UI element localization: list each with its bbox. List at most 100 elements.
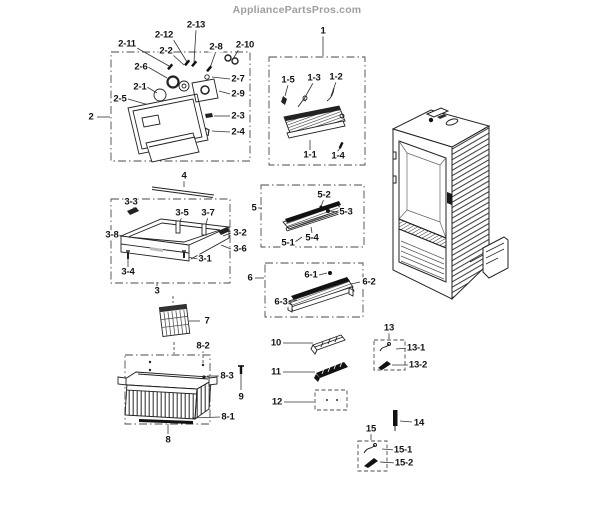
part-label-1: 1 (319, 25, 327, 37)
screw-9-drawing (238, 365, 244, 374)
part-label-1-2: 1-2 (328, 71, 344, 83)
group-box-5 (260, 184, 365, 248)
part-label-6: 6 (246, 272, 254, 284)
part-label-7: 7 (203, 315, 211, 327)
part-label-2-11: 2-11 (117, 38, 137, 50)
rail-11-drawing (314, 361, 348, 382)
part-3-7-post (201, 223, 207, 236)
part-label-2-2: 2-2 (158, 45, 174, 57)
part-2-6-grommet (166, 75, 180, 89)
part-3-3 (127, 207, 139, 215)
group-box-1 (268, 56, 366, 166)
part-label-3-7: 3-7 (200, 207, 216, 219)
part-3-2 (218, 227, 230, 235)
watermark-text: AppliancePartsPros.com (232, 4, 362, 16)
part-2-10-ring-a (224, 54, 232, 62)
part-label-2-6: 2-6 (133, 61, 149, 73)
part-label-2-4: 2-4 (230, 126, 246, 138)
rail-assembly-5-drawing (282, 201, 344, 232)
part-label-3-8: 3-8 (104, 229, 120, 241)
part-1-3-cap (302, 95, 308, 101)
part-label-5-2: 5-2 (316, 189, 332, 201)
part-1-3 (297, 99, 307, 108)
part-2-3 (205, 113, 213, 118)
part-5-2-screw (319, 205, 323, 209)
part-3-5-post (175, 220, 181, 234)
group-box-15 (357, 440, 388, 472)
panel-12-drawing (326, 399, 338, 401)
part-label-13: 13 (382, 322, 396, 334)
part-label-3-1: 3-1 (197, 253, 213, 265)
part-label-2-10: 2-10 (234, 39, 256, 51)
part-label-3-2: 3-2 (232, 227, 248, 239)
part-1-4-screw (338, 141, 344, 149)
part-label-3-3: 3-3 (123, 196, 139, 208)
part-15-2 (364, 458, 378, 468)
dispenser-assembly-drawing (127, 54, 239, 163)
part-label-2: 2 (87, 111, 95, 123)
part-label-13-1: 13-1 (405, 342, 427, 354)
divider-drawing (158, 303, 191, 337)
part-8-1-strip (139, 419, 193, 424)
group-box-3 (110, 198, 231, 284)
part-1-2 (326, 87, 335, 102)
part-label-1-1: 1-1 (302, 149, 318, 161)
part-label-3: 3 (153, 285, 161, 297)
part-2-10-ring-b (231, 57, 239, 65)
rail-assembly-6-drawing (287, 271, 355, 313)
part-label-3-6: 3-6 (232, 243, 248, 255)
part-label-1-5: 1-5 (280, 74, 296, 86)
part-label-5-1: 5-1 (280, 237, 296, 249)
icemaker-assembly-drawing (281, 87, 346, 149)
part-label-1-4: 1-4 (330, 150, 346, 162)
basket-drawing (117, 360, 218, 424)
part-label-9: 9 (237, 391, 245, 403)
group-box-13 (373, 339, 406, 371)
part-label-10: 10 (269, 337, 283, 349)
part-label-8-3: 8-3 (219, 370, 235, 382)
part-label-1-3: 1-3 (306, 72, 322, 84)
rail-10-drawing (310, 334, 346, 355)
cabinet-drawing (391, 107, 509, 301)
part-label-2-1: 2-1 (132, 81, 148, 93)
part-label-13-2: 13-2 (407, 359, 429, 371)
trim-strip-drawing (151, 186, 215, 198)
part-2-4 (204, 127, 210, 137)
part-label-2-8: 2-8 (208, 41, 224, 53)
kit-15-drawing (363, 443, 378, 468)
part-label-2-12: 2-12 (153, 29, 175, 41)
part-label-6-2: 6-2 (361, 276, 377, 288)
part-label-3-5: 3-5 (174, 207, 190, 219)
part-1-5 (281, 96, 287, 105)
leader-lines (97, 29, 413, 464)
part-15-1 (363, 444, 376, 454)
part-label-2-5: 2-5 (112, 93, 128, 105)
part-label-15-1: 15-1 (392, 444, 414, 456)
part-label-5-3: 5-3 (338, 206, 354, 218)
part-label-2-7: 2-7 (230, 73, 246, 85)
part-label-11: 11 (270, 366, 282, 378)
part-2-7-screw (204, 74, 210, 80)
part-label-3-4: 3-4 (120, 266, 136, 278)
part-5-4-rail (285, 209, 342, 229)
kit-13-drawing (378, 342, 391, 370)
part-label-8-2: 8-2 (195, 340, 211, 352)
part-label-6-1: 6-1 (303, 269, 319, 281)
part-label-15-2: 15-2 (393, 457, 415, 469)
part-label-15: 15 (364, 423, 378, 435)
part-label-4: 4 (180, 170, 188, 182)
part-13-2 (378, 361, 391, 370)
bar-14-drawing (393, 410, 398, 431)
part-label-5-4: 5-4 (304, 232, 320, 244)
part-2-1-cup (153, 88, 167, 102)
basket-handle-right (208, 376, 218, 386)
group-box-6 (264, 262, 364, 318)
drawer-frame-drawing (119, 207, 231, 262)
basket-handle-left (117, 376, 127, 386)
part-label-5: 5 (250, 202, 258, 214)
part-6-1-screw (328, 271, 332, 275)
part-8-3-screw (202, 375, 206, 379)
part-label-8-1: 8-1 (220, 411, 236, 423)
